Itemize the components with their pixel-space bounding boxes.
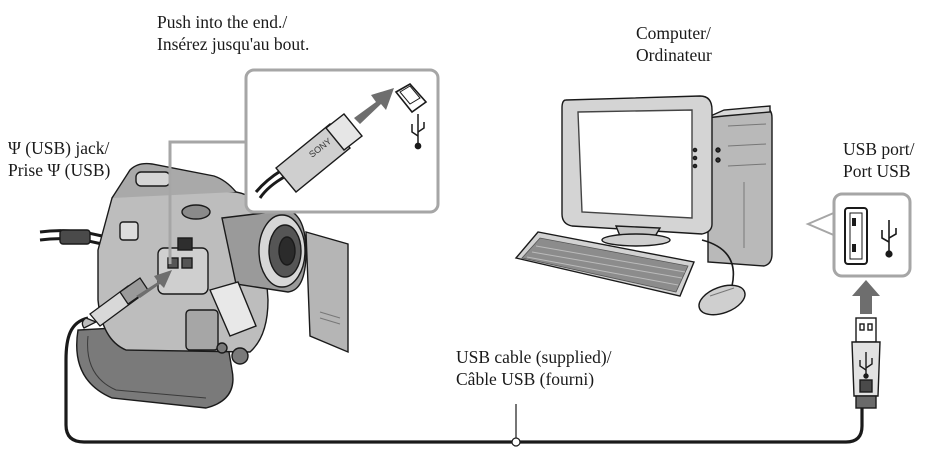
- usb-jack-label: Ψ (USB) jack/ Prise Ψ (USB): [8, 138, 111, 180]
- jack-leader-line: [168, 140, 246, 264]
- usb-cable: [64, 316, 864, 444]
- plug-insert-callout: SONY: [244, 68, 440, 214]
- cable-label-dot: [511, 437, 521, 447]
- usb-symbol-icon: [411, 114, 425, 150]
- camcorder-usb-plug: [81, 277, 149, 329]
- usb-symbol-icon: Ψ: [8, 138, 21, 158]
- usb-port-label: USB port/ Port USB: [843, 139, 915, 181]
- computer-label: Computer/ Ordinateur: [636, 23, 712, 65]
- usb-port-callout: [805, 192, 912, 278]
- computer-usb-plug: [851, 317, 881, 409]
- port-insert-arrow: [852, 280, 880, 314]
- usb-cable-label: USB cable (supplied)/ Câble USB (fourni): [456, 347, 612, 389]
- usb-symbol-icon: Ψ: [47, 160, 61, 180]
- push-instruction-label: Push into the end./ Insérez jusqu'au bou…: [157, 12, 310, 54]
- usb-symbol-icon: [881, 220, 897, 258]
- computer: [514, 95, 773, 316]
- camcorder-insert-arrow: [136, 270, 172, 298]
